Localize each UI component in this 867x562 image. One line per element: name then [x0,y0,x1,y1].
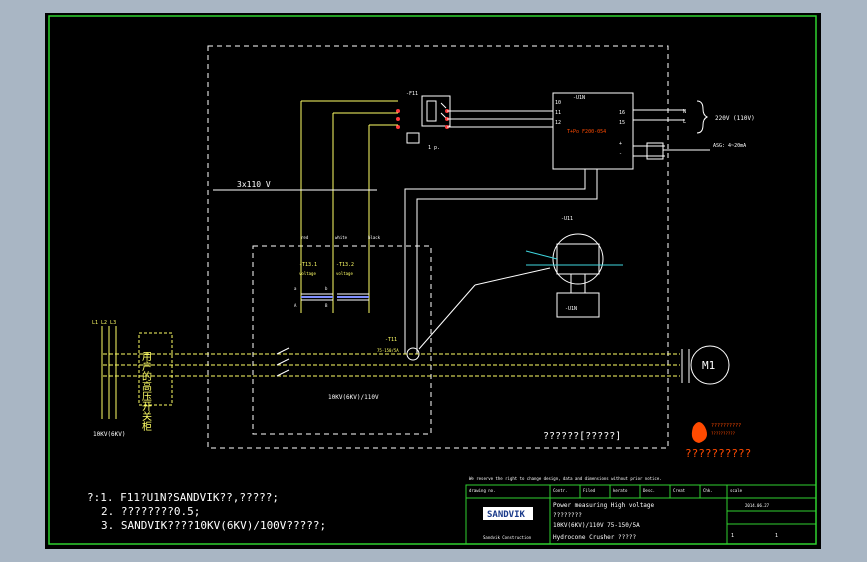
voltage-bus-label: 3x110 V [237,180,271,189]
svg-text:A: A [294,303,297,308]
source-label: 10KV(6KV) [93,431,126,438]
voltage-wires [300,100,398,313]
drawing-frame [48,15,817,545]
enclosure-boundary [207,45,669,449]
svg-text:voltage: voltage [336,271,353,276]
svg-text:Creat: Creat [673,488,686,493]
title-block: drawing no. Contr. Filed kerato Desc. Cr… [465,484,817,545]
vertical-phases [101,326,117,419]
switch-symbols [276,347,290,377]
meter-tag: -U11 [561,216,573,222]
fuse-transducer-wires [447,109,710,160]
supply-brace [696,100,709,134]
title-line-3: 10KV(6KV)/110V 75-150/5A [553,522,640,529]
vt-ratio-label: 10KV(6KV)/110V [328,394,379,401]
brand-text: ?????????? [685,447,751,460]
svg-text:N: N [683,109,686,115]
wire-white-label: white [335,235,348,240]
vt1-tag: -T13.1 [299,262,317,268]
svg-text:16: 16 [619,110,625,116]
ct-ratio: 75-150/5A [377,348,399,353]
voltage-transformers: -T13.1 -T13.2 voltage voltage a b A B [294,262,369,308]
motor-label: M1 [702,359,715,372]
svg-text:scale: scale [730,488,743,493]
customer-switchgear-label: 用户的高压开关柜 [140,351,152,432]
supply-label: 220V (110V) [715,115,755,122]
svg-text:11: 11 [555,110,561,116]
svg-text:-: - [619,151,622,157]
sandvik-logo: SANDVIK [487,510,526,520]
ct-tag: -T11 [385,337,397,343]
meter-sub-tag: -U1N [565,306,577,312]
wire-red-label: red [301,235,309,240]
fuse-unit-label: 1 p. [428,145,440,151]
fuse-block-f11: -F11 1 p. [396,91,451,151]
customer-switchgear-box [138,332,173,406]
vt2-tag: -T13.2 [336,262,354,268]
scope-label: ??????[?????] [543,431,621,442]
svg-text:kerato: kerato [613,488,628,493]
svg-text:voltage: voltage [299,271,316,276]
svg-text:12: 12 [555,120,561,126]
svg-text:+: + [619,141,622,147]
svg-text:Sandvik Construction: Sandvik Construction [483,535,532,540]
brand-logo: ?????????? ?????????? ?????????? [685,422,751,460]
svg-text:a: a [294,286,297,291]
svg-text:Contr.: Contr. [553,488,567,493]
vt-area-boundary [252,245,432,435]
transducer-tag: -U1N [573,95,585,101]
transducer-u1n: -U1N T+Po F200-054 10 11 12 16 15 + - [552,92,634,170]
svg-text:15: 15 [619,120,625,126]
ammeter-u11: -U11 -U1N [525,216,623,318]
rights-note: We reserve the right to change design, d… [469,476,662,481]
cad-viewport[interactable]: -F11 1 p. -U1N T+Po F200-054 10 11 12 16… [45,13,821,549]
phases-label: L1 L2 L3 [92,320,116,326]
svg-text:b: b [325,286,328,291]
wire-black-label: black [368,235,381,240]
svg-text:B: B [325,303,328,308]
svg-text:L: L [683,119,686,125]
output-signal-label: ASG: 4~20mA [713,143,746,149]
svg-text:Desc.: Desc. [643,488,655,493]
svg-text:??????????: ?????????? [711,431,736,436]
title-line-2: ???????? [553,512,582,519]
schematic-canvas: -F11 1 p. -U1N T+Po F200-054 10 11 12 16… [48,15,817,545]
note-1: ?:1. F11?U1N?SANDVIK??,?????; [87,491,279,504]
transducer-model: T+Po F200-054 [567,129,606,135]
title-line-4: Hydrocone Crusher ????? [553,534,636,541]
fuse-tag: -F11 [406,91,418,97]
svg-text:Filed: Filed [583,488,596,493]
motor-m1 [681,345,730,385]
power-bus [103,353,680,377]
date: 2014.06.27 [745,503,770,508]
svg-text:10: 10 [555,100,561,106]
svg-text:drawing no.: drawing no. [469,488,496,493]
svg-text:1: 1 [775,533,778,539]
note-3: 3. SANDVIK????10KV(6KV)/100V?????; [101,519,326,532]
note-2: 2. ????????0.5; [101,505,200,518]
svg-text:Chk.: Chk. [703,488,713,493]
svg-text:??????????: ?????????? [711,423,741,429]
title-line-1: Power measuring High voltage [553,502,655,509]
ct-wiring [404,169,598,361]
svg-text:1: 1 [731,533,734,539]
